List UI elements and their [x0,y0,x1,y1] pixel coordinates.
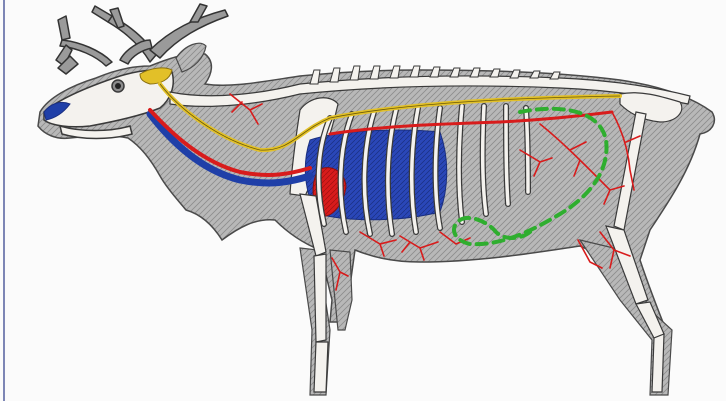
eye [115,83,121,89]
